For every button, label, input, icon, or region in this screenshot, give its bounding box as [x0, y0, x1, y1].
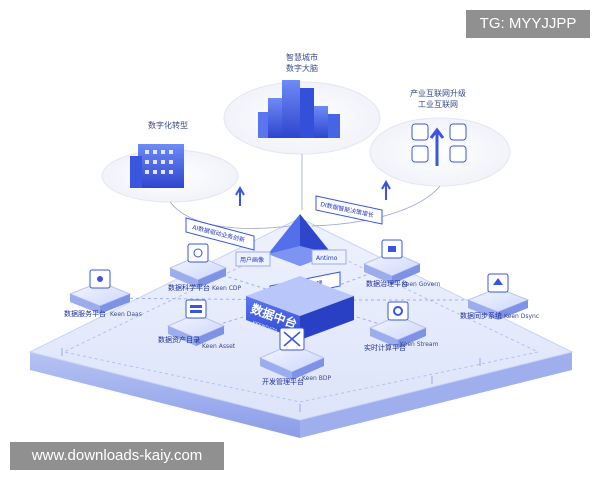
industrial-label-1: 产业互联网升级	[410, 88, 466, 98]
upgrade-arrow-icon	[429, 127, 445, 166]
module-bdp-cn: 开发管理平台	[262, 377, 304, 386]
base-left-side	[30, 352, 300, 438]
module-stream-cn: 实时计算平台	[364, 343, 406, 352]
module-daas-cn: 数据服务平台	[64, 309, 106, 318]
industry-node-icon	[411, 123, 429, 141]
module-bdp: 开发管理平台 Keen BDP	[258, 327, 331, 386]
skyscraper-icon	[268, 98, 282, 138]
watermark-top-right: TG: MYYJJPP	[466, 10, 590, 38]
watermark-bottom-left: www.downloads-kaiy.com	[10, 442, 224, 470]
tag-di: DI数据智能决策增长	[315, 195, 383, 225]
module-govern-en: Keen Govern	[402, 281, 441, 288]
module-daas: 数据服务平台 Keen Daas	[64, 269, 142, 318]
tag-reco-text: Antimo	[316, 255, 338, 262]
module-asset-en: Keen Asset	[202, 343, 236, 350]
base-inner-ring	[62, 237, 540, 403]
module-dsync-cn: 数据同步系统	[460, 311, 502, 320]
callout-connectors	[169, 154, 441, 229]
arrow-up-icon	[235, 185, 245, 206]
industrial-label-2: 工业互联网	[418, 99, 458, 109]
module-cdp-cn: 数据科学平台	[168, 283, 210, 292]
tag-user-text: 用户画像	[240, 256, 264, 264]
module-asset-cn: 数据资产目录	[158, 335, 200, 344]
base-markers	[61, 348, 481, 412]
module-cdp: 数据科学平台 Keen CDP	[168, 243, 242, 292]
arrow-up-icon	[381, 179, 391, 200]
atom-icon	[187, 243, 209, 263]
cloud-industrial-internet	[369, 117, 511, 187]
module-stream: 实时计算平台 Keen Stream	[364, 301, 439, 352]
module-govern: 数据治理平台 Keen Govern	[362, 239, 441, 288]
tag-user: 用户画像	[235, 251, 271, 267]
module-dsync-en: Keen Dsync	[504, 313, 539, 320]
module-dsync: 数据同步系统 Keen Dsync	[460, 273, 539, 320]
core-block: 数据中台 KEENDATA	[246, 276, 354, 340]
upward-arrows	[235, 179, 391, 206]
base-right-side	[300, 352, 572, 438]
module-asset: 数据资产目录 Keen Asset	[158, 299, 236, 350]
smart-city-label-2: 数字大脑	[286, 63, 318, 73]
gear-icon	[387, 301, 409, 321]
cloud-smart-city	[223, 80, 381, 155]
module-bdp-en: Keen BDP	[302, 375, 331, 382]
module-stream-en: Keen Stream	[400, 341, 439, 348]
module-govern-cn: 数据治理平台	[366, 279, 408, 288]
smart-city-label-1: 智慧城市	[286, 52, 318, 62]
tag-reco: Antimo	[311, 249, 347, 265]
stack-layers-icon	[185, 299, 207, 319]
module-daas-en: Keen Daas	[110, 311, 142, 318]
digital-transform-label: 数字化转型	[148, 120, 188, 130]
cloud-digital-transform	[101, 144, 239, 203]
module-cdp-en: Keen CDP	[212, 285, 242, 292]
